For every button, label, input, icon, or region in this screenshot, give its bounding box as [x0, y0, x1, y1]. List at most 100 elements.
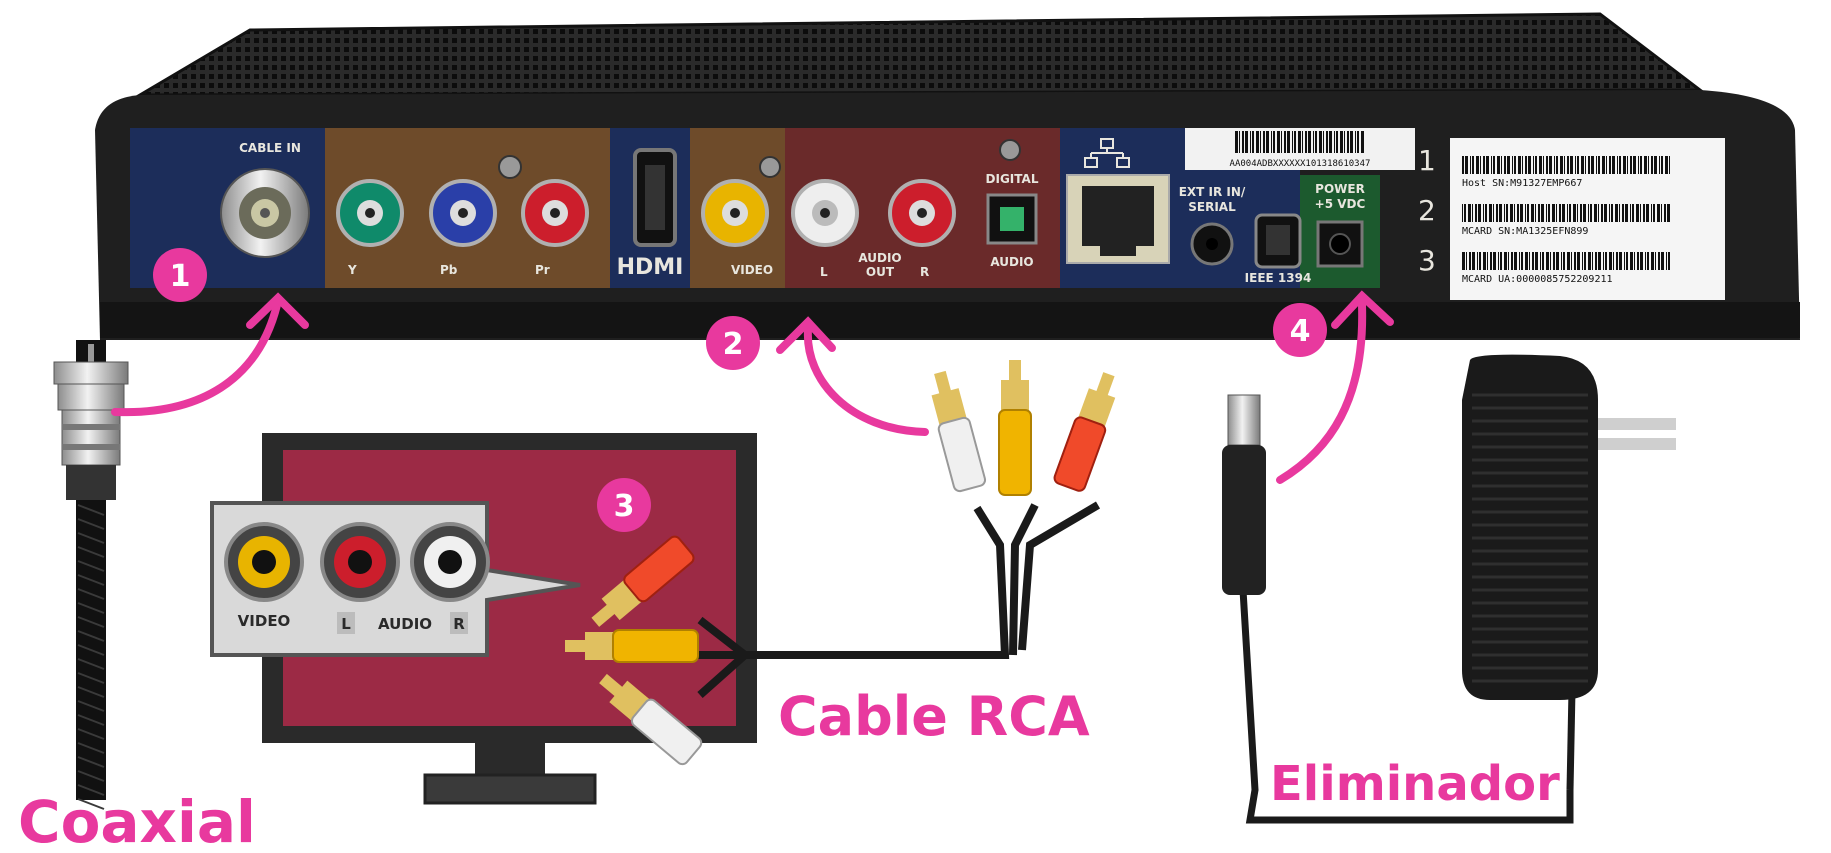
- barcode-bar: [1666, 252, 1667, 270]
- barcode-bar: [1651, 204, 1652, 222]
- barcode-bar: [1266, 131, 1269, 153]
- barcode-bar: [1535, 204, 1536, 222]
- barcode-bar: [1522, 156, 1523, 174]
- barcode-bar: [1476, 156, 1479, 174]
- barcode-bar: [1640, 252, 1643, 270]
- sticker-num-2: 2: [1418, 194, 1436, 227]
- label-power-vdc: +5 VDC: [1315, 197, 1366, 211]
- barcode-bar: [1490, 252, 1492, 270]
- sticker-line-3: MCARD UA:0000085752209211: [1462, 274, 1613, 285]
- braid-line: [77, 742, 105, 754]
- barcode-bar: [1284, 131, 1286, 153]
- barcode-bar: [1319, 131, 1322, 153]
- barcode-bar: [1588, 156, 1590, 174]
- sticker-num-1: 1: [1418, 144, 1436, 177]
- barcode-bar: [1588, 204, 1589, 222]
- barcode-bar: [1626, 252, 1628, 270]
- barcode-bar: [1535, 156, 1537, 174]
- barcode-bar: [1668, 252, 1670, 270]
- barcode-bar: [1603, 252, 1604, 270]
- barcode-bar: [1504, 252, 1507, 270]
- tv-stand-neck: [475, 743, 545, 775]
- barcode-bar: [1485, 204, 1487, 222]
- barcode-bar: [1344, 131, 1345, 153]
- barcode-bar: [1507, 156, 1510, 174]
- barcode-bar: [1598, 204, 1599, 222]
- barcode-bar: [1634, 252, 1635, 270]
- barcode-bar: [1486, 156, 1489, 174]
- dc-plug-body: [1222, 445, 1266, 595]
- barcode-bar: [1326, 131, 1328, 153]
- barcode-bar: [1250, 131, 1251, 153]
- caption-rca: Cable RCA: [778, 685, 1090, 748]
- barcode-bar: [1292, 131, 1293, 153]
- barcode-bar: [1521, 252, 1523, 270]
- barcode-bar: [1308, 131, 1311, 153]
- barcode-bar: [1638, 156, 1639, 174]
- barcode-bar: [1483, 156, 1485, 174]
- svg-text:1: 1: [170, 259, 191, 294]
- barcode-bar: [1470, 156, 1471, 174]
- barcode-bar: [1583, 204, 1586, 222]
- barcode-bar: [1653, 204, 1655, 222]
- barcode-bar: [1554, 156, 1555, 174]
- barcode-bar: [1627, 156, 1628, 174]
- barcode-bar: [1469, 252, 1471, 270]
- barcode-bar: [1571, 252, 1572, 270]
- barcode-bar: [1357, 131, 1359, 153]
- barcode-bar: [1475, 204, 1477, 222]
- power-jack: [1316, 220, 1364, 268]
- barcode-bar: [1556, 252, 1559, 270]
- step-badge-1: 1: [153, 248, 207, 302]
- set-top-box: CABLE IN Y Pb Pr HDMI VIDEO L AUDIO OUT: [95, 12, 1800, 340]
- barcode-bar: [1512, 156, 1513, 174]
- barcode-bar: [1667, 204, 1670, 222]
- barcode-bar: [1277, 131, 1280, 153]
- barcode-bar: [1644, 156, 1647, 174]
- barcode-bar: [1496, 204, 1498, 222]
- barcode-bar: [1601, 204, 1603, 222]
- barcode-bar: [1256, 131, 1259, 153]
- braid-line: [77, 672, 105, 684]
- barcode-bar: [1659, 156, 1660, 174]
- barcode-bar: [1648, 156, 1649, 174]
- barcode-bar: [1561, 252, 1562, 270]
- barcode-bar: [1538, 204, 1540, 222]
- barcode-bar: [1525, 204, 1526, 222]
- label-y: Y: [347, 263, 357, 277]
- barcode-bar: [1504, 156, 1506, 174]
- barcode-bar: [1498, 252, 1499, 270]
- barcode-bar: [1594, 204, 1597, 222]
- barcode-bar: [1630, 204, 1631, 222]
- barcode-bar: [1514, 204, 1515, 222]
- braid-line: [77, 644, 105, 656]
- arrow-coax: [111, 301, 281, 417]
- tv-input-panel: VIDEO L AUDIO R: [210, 501, 581, 657]
- step-badge-2: 2: [706, 316, 760, 370]
- barcode-bar: [1637, 252, 1639, 270]
- barcode-bar: [1625, 204, 1628, 222]
- barcode-bar: [1497, 156, 1500, 174]
- barcode-bar: [1559, 204, 1561, 222]
- barcode-bar: [1500, 252, 1502, 270]
- step-badge-3: 3: [597, 478, 651, 532]
- barcode-bar: [1598, 252, 1601, 270]
- barcode-bar: [1298, 131, 1301, 153]
- barcode-bar: [1480, 156, 1481, 174]
- barcode-bar: [1612, 156, 1615, 174]
- caption-coaxial: Coaxial: [18, 788, 256, 853]
- barcode-bar: [1619, 252, 1622, 270]
- rca-plug-white: [931, 370, 987, 493]
- svg-text:2: 2: [723, 327, 744, 362]
- label-audio: AUDIO: [858, 251, 901, 265]
- box-bottom-edge: [100, 302, 1800, 338]
- barcode-bar: [1462, 204, 1463, 222]
- barcode-bar: [1624, 252, 1625, 270]
- wall-adapter: [1462, 354, 1676, 700]
- barcode-bar: [1506, 204, 1508, 222]
- braid-line: [77, 504, 105, 516]
- braid-line: [77, 784, 105, 796]
- label-pb: Pb: [440, 263, 458, 277]
- barcodes: [1462, 156, 1670, 270]
- barcode-bar: [1504, 204, 1505, 222]
